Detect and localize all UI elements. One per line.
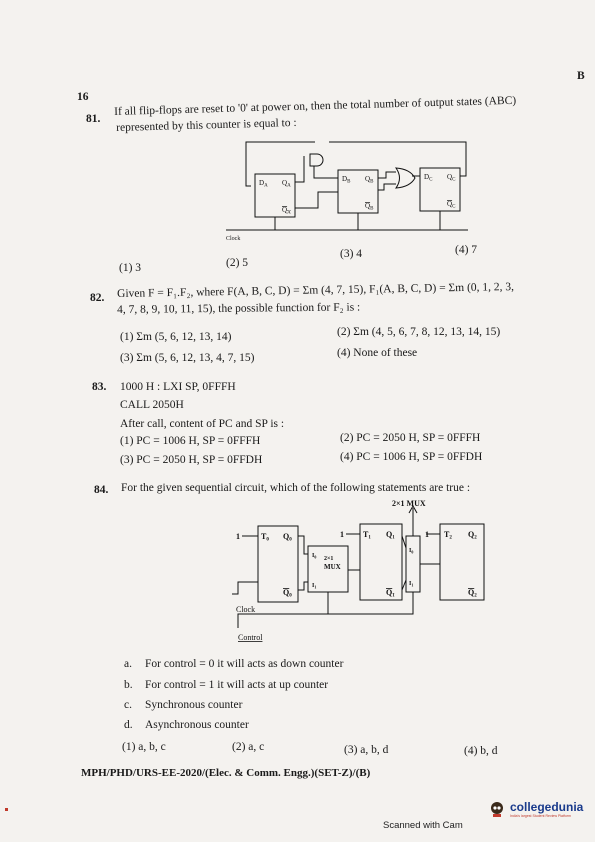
q1-label: Q1 xyxy=(386,530,395,541)
option-2[interactable]: (2) PC = 2050 H, SP = 0FFFH xyxy=(340,432,481,444)
mux-i0-label: I0 xyxy=(312,553,316,560)
input-one-0: 1 xyxy=(236,532,240,541)
option-1[interactable]: (1) Σm (5, 6, 12, 13, 14) xyxy=(120,331,232,343)
option-2[interactable]: (2) Σm (4, 5, 6, 7, 8, 12, 13, 14, 15) xyxy=(337,326,501,338)
mux-i1-label: I1 xyxy=(312,583,316,590)
paper-code-footer: MPH/PHD/URS-EE-2020/(Elec. & Comm. Engg.… xyxy=(81,767,371,779)
control-label: Control xyxy=(238,633,263,642)
statement-label: d. xyxy=(124,719,133,731)
sequential-circuit-diagram: 1 T0 Q0 Q0 I0 2×1 MUX I1 1 T1 Q1 Q1 I0 I… xyxy=(232,499,485,642)
collegedunia-logo: collegedunia India's largest Student Rev… xyxy=(488,800,583,818)
ff-c-q-label: QC xyxy=(447,173,456,183)
t0-label: T0 xyxy=(261,532,269,543)
option-3[interactable]: (3) PC = 2050 H, SP = 0FFDH xyxy=(120,454,263,466)
clock-label: Clock xyxy=(226,236,240,242)
q0bar-label: Q0 xyxy=(283,588,292,599)
ff-a-q-label: QA xyxy=(282,179,291,189)
rmux-i1-label: I1 xyxy=(409,581,413,588)
input-one-1: 1 xyxy=(340,530,344,539)
statement-text: For control = 0 it will acts as down cou… xyxy=(145,658,344,670)
statement-label: b. xyxy=(124,679,133,691)
statement-text: Synchronous counter xyxy=(145,699,243,711)
t-flip-flop-2 xyxy=(439,523,485,601)
option-3[interactable]: (3) a, b, d xyxy=(344,744,389,756)
t1-label: T1 xyxy=(363,530,371,541)
question-text: After call, content of PC and SP is : xyxy=(120,418,285,430)
page-number: 16 xyxy=(77,91,89,103)
question-text: If all flip-flops are reset to '0' at po… xyxy=(114,94,517,118)
statement-label: c. xyxy=(124,699,132,711)
mux-mid-label-1: 2×1 xyxy=(324,556,333,562)
option-1[interactable]: (1) 3 xyxy=(119,262,142,274)
option-4[interactable]: (4) PC = 1006 H, SP = 0FFDH xyxy=(340,451,483,463)
option-1[interactable]: (1) a, b, c xyxy=(122,741,166,753)
question-number: 84. xyxy=(94,484,109,496)
ff-b-qbar-label: QB xyxy=(365,202,374,212)
statement-text: Asynchronous counter xyxy=(145,719,249,731)
q1bar-label: Q1 xyxy=(386,588,395,599)
option-2[interactable]: (2) 5 xyxy=(226,257,249,269)
counter-circuit-diagram: DA QA QA DB QB QB DC QC QC Clock xyxy=(226,141,468,242)
t-flip-flop-0 xyxy=(257,525,299,603)
rmux-i0-label: I0 xyxy=(409,548,413,555)
option-3[interactable]: (3) Σm (5, 6, 12, 13, 4, 7, 15) xyxy=(120,352,255,364)
set-code: B xyxy=(577,70,585,82)
question-number: 83. xyxy=(92,381,107,393)
logo-tagline: India's largest Student Review Platform xyxy=(510,814,571,818)
option-1[interactable]: (1) PC = 1006 H, SP = 0FFFH xyxy=(120,435,261,447)
q2-label: Q2 xyxy=(468,530,477,541)
t-flip-flop-1 xyxy=(359,523,403,601)
question-text: 4, 7, 8, 9, 10, 11, 15), the possible fu… xyxy=(117,301,361,316)
ff-a-d-label: DA xyxy=(259,179,268,189)
option-4[interactable]: (4) b, d xyxy=(464,745,498,757)
option-2[interactable]: (2) a, c xyxy=(232,741,265,753)
ff-a-qbar-label: QA xyxy=(282,206,291,216)
logo-name: collegedunia xyxy=(510,800,584,814)
margin-mark xyxy=(5,808,8,811)
question-number: 82. xyxy=(90,292,105,304)
statement-label: a. xyxy=(124,658,132,670)
question-number: 81. xyxy=(86,113,101,125)
q0-label: Q0 xyxy=(283,532,292,543)
question-text: For the given sequential circuit, which … xyxy=(121,482,471,494)
option-4[interactable]: (4) 7 xyxy=(455,244,478,256)
ff-c-qbar-label: QC xyxy=(447,200,456,210)
statement-text: For control = 1 it will acts at up count… xyxy=(145,679,329,691)
ff-b-d-label: DB xyxy=(342,175,351,185)
option-4[interactable]: (4) None of these xyxy=(337,347,418,359)
question-text: CALL 2050H xyxy=(120,399,184,411)
mux-mid-label-2: MUX xyxy=(324,563,341,571)
question-text: Given F = F₁.F₂, where F(A, B, C, D) = Σ… xyxy=(117,281,515,300)
scanner-watermark: Scanned with Cam xyxy=(383,820,463,831)
question-text: 1000 H : LXI SP, 0FFFH xyxy=(120,381,236,393)
mascot-icon xyxy=(491,802,503,817)
ff-b-q-label: QB xyxy=(365,175,374,185)
ff-c-d-label: DC xyxy=(424,173,433,183)
q2bar-label: Q2 xyxy=(468,588,477,599)
clock-label: Clock xyxy=(236,605,255,614)
option-3[interactable]: (3) 4 xyxy=(340,248,363,260)
input-one-2: 1 xyxy=(425,530,429,539)
mux-top-label: 2×1 MUX xyxy=(392,499,426,508)
t2-label: T2 xyxy=(444,530,452,541)
